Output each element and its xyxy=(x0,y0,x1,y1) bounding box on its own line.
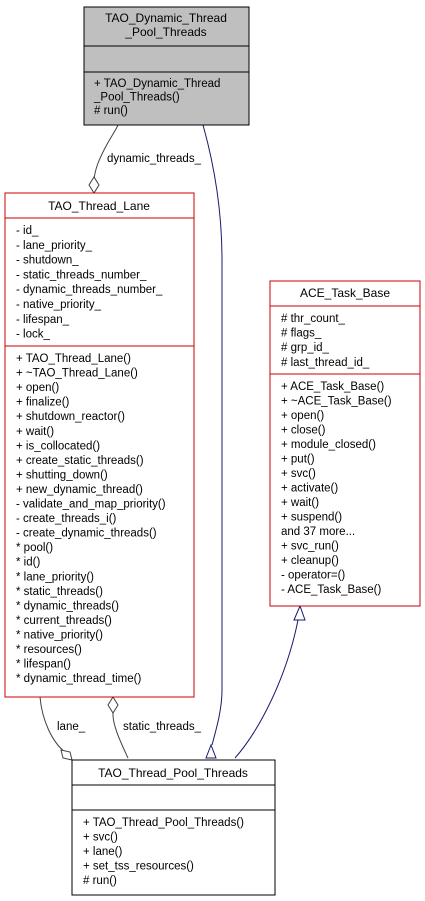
method-list-dynamic-thread-pool-threads: + TAO_Dynamic_Thread _Pool_Threads()# run… xyxy=(93,78,220,117)
class-method: + wait() xyxy=(16,426,54,438)
class-method: + new_dynamic_thread() xyxy=(16,484,143,496)
edge-label-lane: lane_ xyxy=(57,721,86,733)
class-method: * dynamic_threads() xyxy=(16,600,119,612)
class-method: * native_priority() xyxy=(16,629,103,641)
class-method: + ~TAO_Thread_Lane() xyxy=(16,368,138,380)
class-method: - create_dynamic_threads() xyxy=(16,528,157,540)
class-method: _Pool_Threads() xyxy=(93,92,180,104)
class-attribute: - lock_ xyxy=(16,329,50,341)
edge-lane xyxy=(39,696,66,753)
class-method: + set_tss_resources() xyxy=(83,861,194,873)
inheritance-arrow-thread-pool-top xyxy=(205,743,217,759)
method-list-ace-task-base: + ACE_Task_Base() + ~ACE_Task_Base() + ope… xyxy=(281,381,392,596)
class-box-dynamic-thread-pool-threads[interactable]: TAO_Dynamic_Thread_Pool_Threads + TAO_Dy… xyxy=(83,6,250,126)
edge-label-dynamic-threads: dynamic_threads_ xyxy=(107,153,202,165)
class-method: + ACE_Task_Base() xyxy=(281,381,384,393)
class-method: - operator=() xyxy=(281,570,345,582)
class-attribute: - lifespan_ xyxy=(16,314,70,326)
class-method: # run() xyxy=(83,875,117,887)
class-method: - create_threads_i() xyxy=(16,513,117,525)
class-method: + close() xyxy=(281,425,326,437)
class-title-dynamic-thread-pool-threads: TAO_Dynamic_Thread_Pool_Threads xyxy=(105,11,227,39)
class-method: + module_closed() xyxy=(281,439,376,451)
class-title-ace-task-base: ACE_Task_Base xyxy=(300,286,390,300)
class-method: + lane() xyxy=(83,846,122,858)
inheritance-arrow-ace-bottom xyxy=(293,604,306,621)
class-method: + TAO_Thread_Pool_Threads() xyxy=(83,817,244,829)
method-list-tao-thread-lane: + TAO_Thread_Lane() + ~TAO_Thread_Lane() +… xyxy=(16,353,166,685)
class-method: + put() xyxy=(281,454,315,466)
class-method: + wait() xyxy=(281,497,319,509)
edge-inherit-dynamic-pool xyxy=(202,124,223,746)
edge-static-threads xyxy=(112,711,129,759)
attribute-list-ace-task-base: # thr_count_ # flags_ # grp_id_ # last_thre… xyxy=(281,313,370,369)
aggregation-diamond-lane-top xyxy=(88,176,100,194)
class-method: * lifespan() xyxy=(16,659,71,671)
aggregation-diamond-thread-pool-left xyxy=(60,749,73,761)
method-list-tao-thread-pool-threads: + TAO_Thread_Pool_Threads() + svc() + lane… xyxy=(83,817,244,887)
class-method: + TAO_Thread_Lane() xyxy=(16,353,131,365)
class-attribute: - lane_priority_ xyxy=(16,240,93,252)
class-method: * dynamic_thread_time() xyxy=(16,673,141,685)
class-method: + shutdown_reactor() xyxy=(16,411,125,423)
class-title-line: ACE_Task_Base xyxy=(300,286,390,300)
class-method: * lane_priority() xyxy=(16,571,94,583)
class-title-tao-thread-pool-threads: TAO_Thread_Pool_Threads xyxy=(98,766,248,780)
class-attribute: - id_ xyxy=(16,225,39,237)
class-attribute: # thr_count_ xyxy=(281,313,346,325)
class-method: + cleanup() xyxy=(281,555,339,567)
class-method: + svc() xyxy=(281,468,316,480)
edge-label-static-threads: static_threads_ xyxy=(123,721,202,733)
class-method: + is_collocated() xyxy=(16,440,100,452)
class-method: + open() xyxy=(281,410,324,422)
edge-inherit-ace-task-base xyxy=(234,619,299,759)
class-method: + svc_run() xyxy=(281,541,339,553)
class-attribute: - shutdown_ xyxy=(16,255,79,267)
class-title-line: TAO_Thread_Lane xyxy=(48,199,150,213)
class-box-tao-thread-lane[interactable]: TAO_Thread_Lane - id_ - lane_priority_ - s… xyxy=(4,192,195,698)
class-attribute: - native_priority_ xyxy=(16,299,102,311)
class-method: + activate() xyxy=(281,483,338,495)
class-method: - ACE_Task_Base() xyxy=(281,584,382,596)
class-method: * current_threads() xyxy=(16,615,112,627)
class-title-line: _Pool_Threads xyxy=(124,25,206,39)
class-attribute: # last_thread_id_ xyxy=(281,357,370,369)
class-method: + suspend() xyxy=(281,512,342,524)
aggregation-diamond-lane-bottom xyxy=(107,696,119,714)
edge-dynamic-threads xyxy=(93,124,119,181)
class-attribute: - static_threads_number_ xyxy=(16,269,147,281)
class-method: * static_threads() xyxy=(16,586,103,598)
class-title-line: TAO_Dynamic_Thread xyxy=(105,11,227,25)
class-method: + finalize() xyxy=(16,397,70,409)
class-method: * resources() xyxy=(16,644,82,656)
class-method: + open() xyxy=(16,382,59,394)
class-method: + create_static_threads() xyxy=(16,455,144,467)
class-method: + TAO_Dynamic_Thread xyxy=(94,78,220,90)
class-method: and 37 more... xyxy=(281,526,355,538)
class-box-tao-thread-pool-threads[interactable]: TAO_Thread_Pool_Threads + TAO_Thread_Poo… xyxy=(71,759,276,896)
class-method: * pool() xyxy=(16,542,53,554)
class-method: # run() xyxy=(94,105,128,117)
attribute-list-tao-thread-lane: - id_ - lane_priority_ - shutdown_ - static… xyxy=(16,225,163,341)
class-attribute: # grp_id_ xyxy=(281,342,330,354)
class-title-tao-thread-lane: TAO_Thread_Lane xyxy=(48,199,150,213)
class-method: + shutting_down() xyxy=(16,469,108,481)
class-attribute: - dynamic_threads_number_ xyxy=(16,284,163,296)
class-method: + svc() xyxy=(83,832,118,844)
class-method: - validate_and_map_priority() xyxy=(16,499,166,511)
class-box-ace-task-base[interactable]: ACE_Task_Base # thr_count_ # flags_ # grp_… xyxy=(269,280,421,607)
class-method: + ~ACE_Task_Base() xyxy=(281,396,392,408)
class-method: * id() xyxy=(16,557,40,569)
class-attribute: # flags_ xyxy=(281,328,322,340)
class-title-line: TAO_Thread_Pool_Threads xyxy=(98,766,248,780)
